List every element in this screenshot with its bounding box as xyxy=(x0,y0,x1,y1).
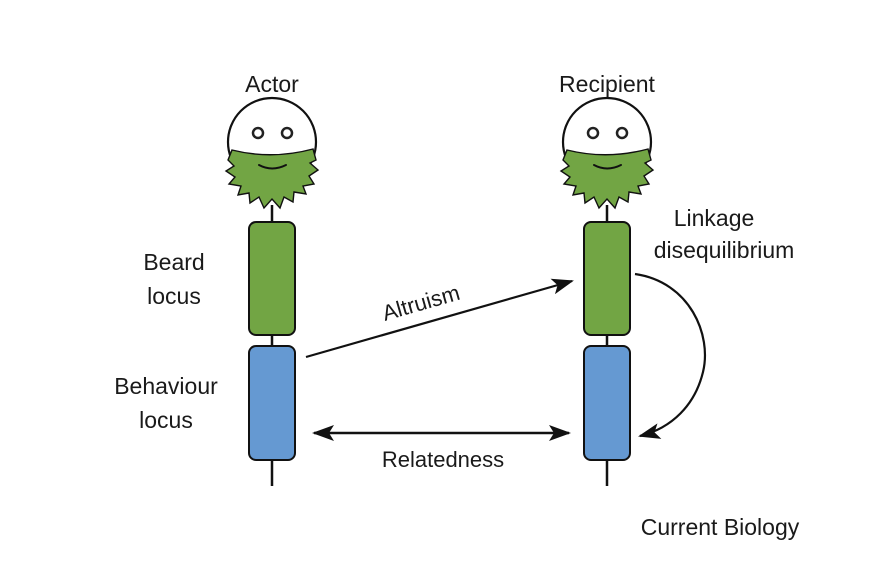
beard-locus-label-line2: locus xyxy=(147,283,201,309)
recipient-beard-locus xyxy=(583,221,631,336)
actor-right-eye xyxy=(280,126,294,140)
relatedness-label: Relatedness xyxy=(382,447,504,472)
behaviour-locus-label-line1: Behaviour xyxy=(114,373,218,399)
recipient-face-icon xyxy=(559,96,655,210)
actor-face-icon xyxy=(224,96,320,210)
actor-beard-locus xyxy=(248,221,296,336)
source-label: Current Biology xyxy=(641,514,800,540)
recipient: Recipient xyxy=(559,71,656,486)
beard-locus-label-line1: Beard xyxy=(143,249,204,275)
actor-behaviour-locus xyxy=(248,345,296,461)
recipient-right-eye xyxy=(615,126,629,140)
actor-left-eye xyxy=(251,126,265,140)
actor-beard-icon xyxy=(224,148,320,210)
actor: Actor xyxy=(224,71,320,486)
recipient-beard-icon xyxy=(559,148,655,210)
linkage-label-line1: Linkage xyxy=(674,205,755,231)
recipient-behaviour-locus xyxy=(583,345,631,461)
altruism-label: Altruism xyxy=(379,280,462,326)
linkage-label-line2: disequilibrium xyxy=(654,237,795,263)
actor-title: Actor xyxy=(245,71,299,97)
linkage-disequilibrium-arrow xyxy=(634,272,707,439)
behaviour-locus-label-line2: locus xyxy=(139,407,193,433)
actor-smile xyxy=(258,164,287,170)
recipient-title: Recipient xyxy=(559,71,655,97)
altruism-arrow xyxy=(305,278,574,359)
recipient-left-eye xyxy=(586,126,600,140)
recipient-smile xyxy=(593,164,622,170)
